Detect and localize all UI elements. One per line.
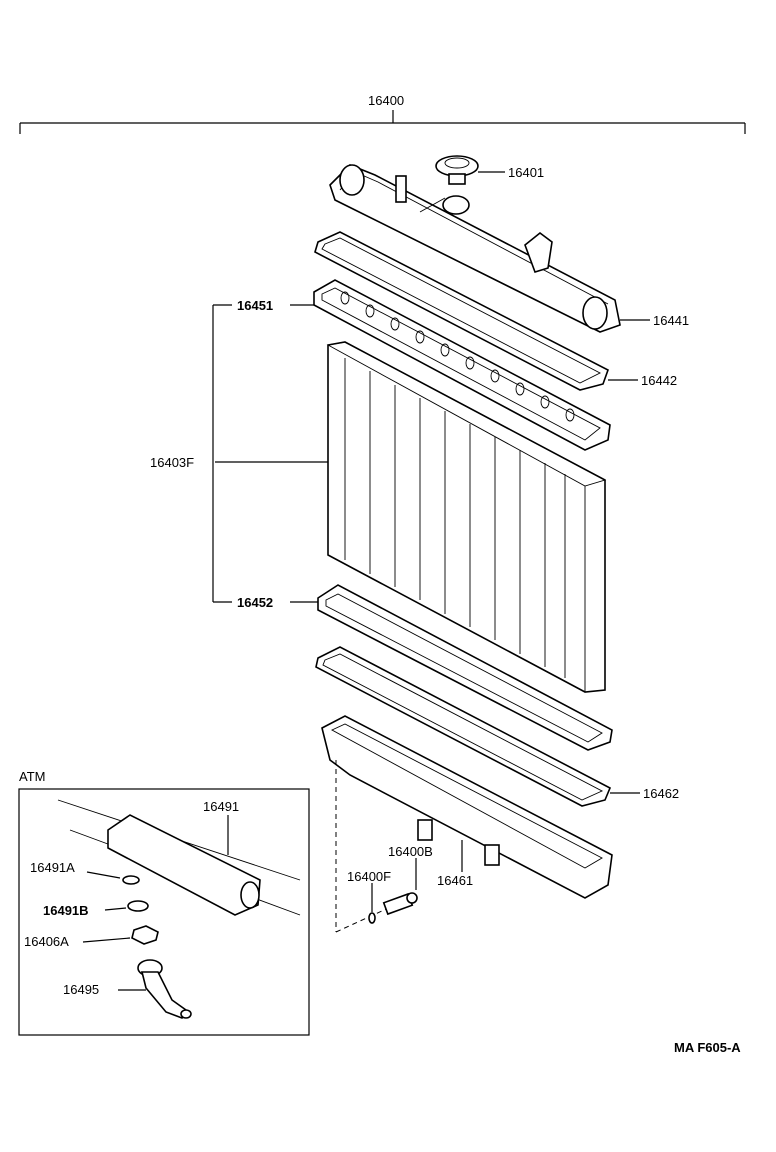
lower-gasket: 16462	[315, 646, 679, 807]
assembly-part-number: 16400	[368, 93, 404, 108]
upper-plate-tube-holes	[340, 291, 575, 422]
lower-tank: 16461	[321, 715, 613, 899]
lower-plate-part-number: 16452	[237, 595, 273, 610]
radiator-core: 16403F	[150, 341, 607, 693]
upper-core-plate: 16451	[237, 279, 611, 451]
core-subassembly-bracket	[212, 304, 232, 603]
lower-tank-part-number: 16461	[437, 873, 473, 888]
drain-cock: 16400B	[382, 844, 433, 916]
atm-gasket-b-part-number: 16491B	[43, 903, 89, 918]
drain-cock-part-number: 16400B	[388, 844, 433, 859]
upper-tank-part-number: 16441	[653, 313, 689, 328]
atm-hose-fitting-part-number: 16495	[63, 982, 99, 997]
lower-gasket-part-number: 16462	[643, 786, 679, 801]
upper-tank: 16441	[329, 164, 689, 333]
atm-gasket-a-part-number: 16491A	[30, 860, 75, 875]
figure-code: MA F605-A	[674, 1040, 741, 1055]
radiator-cap: 16401	[435, 155, 544, 185]
drain-o-ring: 16400F	[347, 869, 391, 924]
core-fins	[344, 358, 566, 678]
cap-part-number: 16401	[508, 165, 544, 180]
upper-gasket-part-number: 16442	[641, 373, 677, 388]
core-part-number: 16403F	[150, 455, 194, 470]
atm-title: ATM	[19, 769, 45, 784]
upper-plate-part-number: 16451	[237, 298, 273, 313]
upper-gasket: 16442	[314, 231, 677, 391]
drain-dashed-leader-2	[335, 904, 396, 933]
atm-nut-part-number: 16406A	[24, 934, 69, 949]
assembly-bracket: 16400	[19, 93, 746, 134]
atm-detail: ATM 16491 16491A 16491B 16406A 16495	[18, 769, 310, 1036]
drain-oring-part-number: 16400F	[347, 869, 391, 884]
atm-cooler-pipe-part-number: 16491	[203, 799, 239, 814]
lower-core-plate: 16452	[237, 584, 613, 751]
